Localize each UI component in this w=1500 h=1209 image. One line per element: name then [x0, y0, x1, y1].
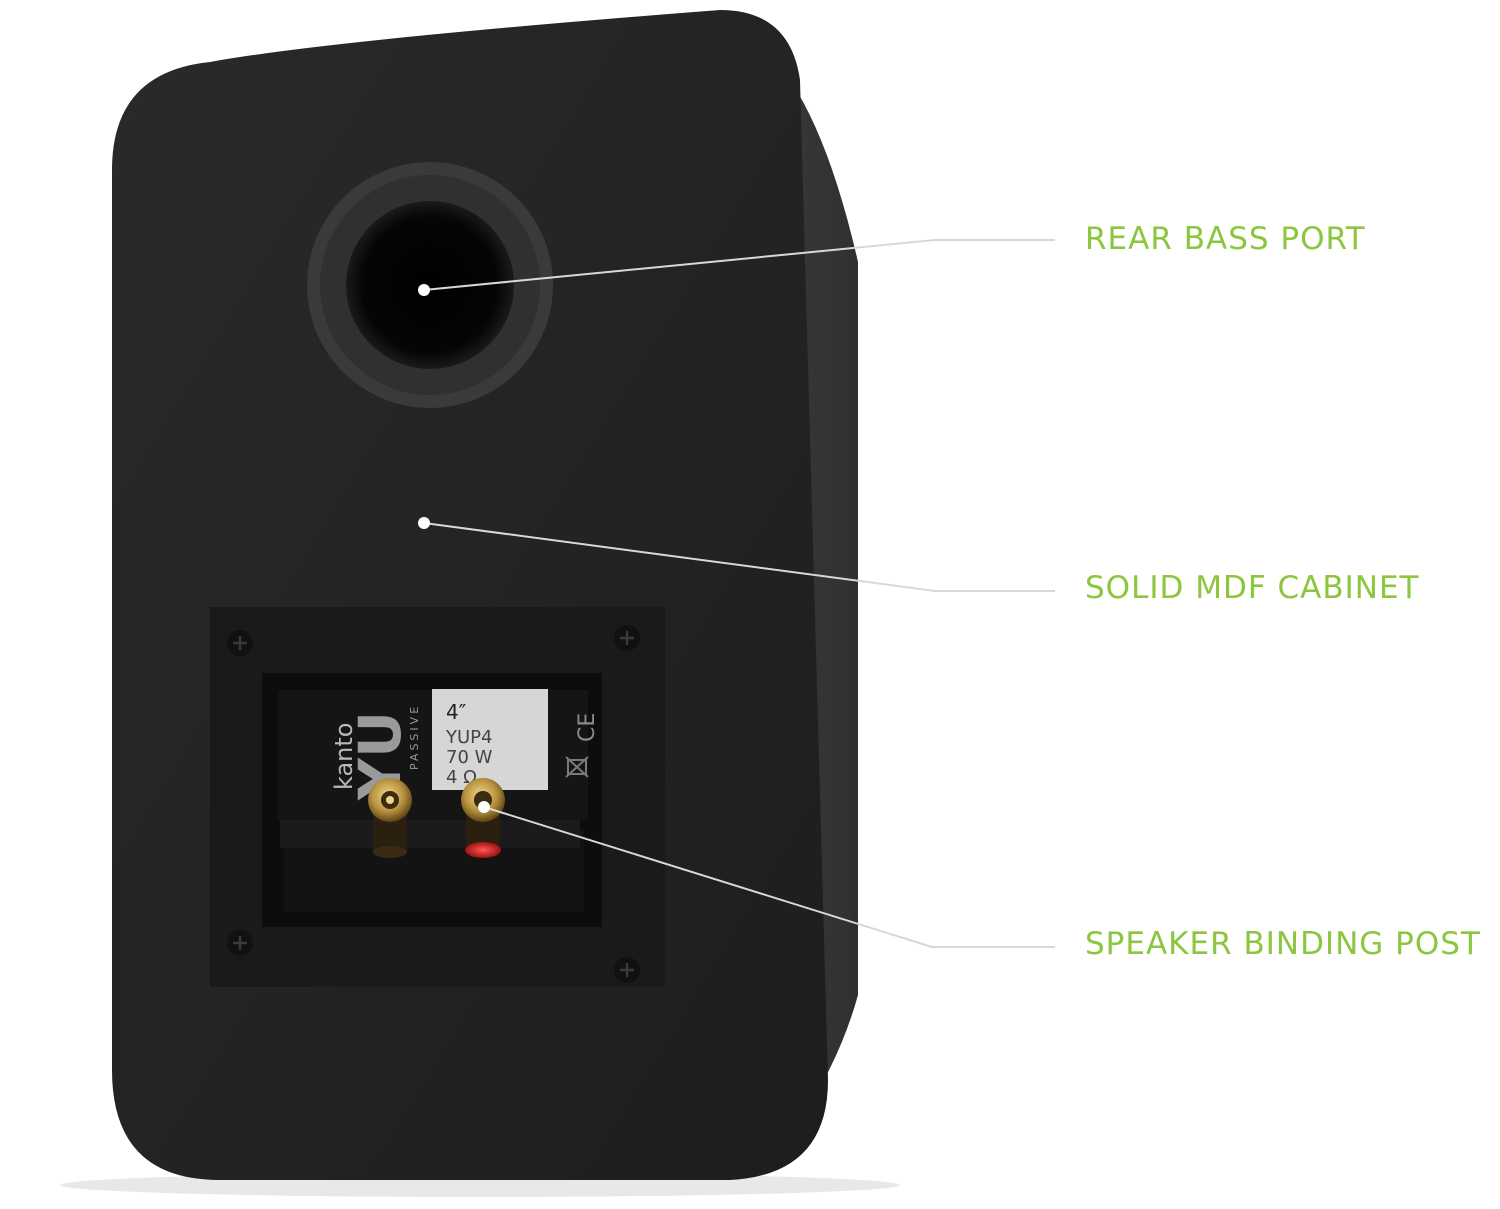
spec-size: 4″: [446, 700, 466, 724]
leader-line-cabinet: [418, 517, 1055, 592]
screw-icon: [227, 630, 253, 656]
binding-post-red: [461, 778, 505, 858]
leader-line-port: [418, 239, 1055, 296]
spec-model: YUP4: [445, 727, 492, 748]
screw-icon: [614, 625, 640, 651]
weee-bin-icon: [565, 756, 589, 778]
screw-icon: [227, 930, 253, 956]
ce-mark: CE: [575, 713, 600, 742]
series-label: PASSIVE: [408, 704, 421, 770]
terminal-plate: [210, 607, 665, 987]
callout-rear-bass-port: REAR BASS PORT: [1085, 221, 1366, 257]
spec-label: [432, 689, 548, 790]
callout-speaker-binding-post: SPEAKER BINDING POST: [1085, 926, 1481, 962]
bass-port: [307, 162, 553, 408]
brand-logo: kanto: [330, 723, 358, 791]
callout-solid-mdf-cabinet: SOLID MDF CABINET: [1085, 570, 1420, 606]
leader-line-post: [478, 801, 1055, 948]
binding-post-black: [368, 778, 412, 858]
screw-icon: [614, 957, 640, 983]
spec-power: 70 W: [446, 747, 493, 768]
